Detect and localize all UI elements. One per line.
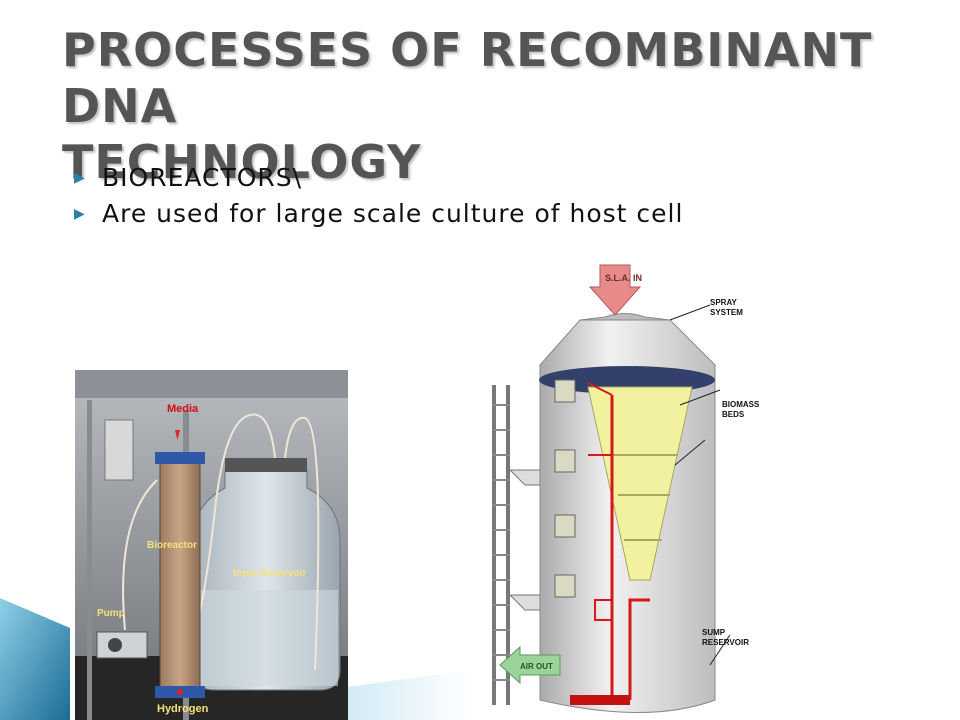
label-sla-in: S.L.A. IN bbox=[605, 273, 642, 283]
bullet-text: Are used for large scale culture of host… bbox=[102, 199, 684, 228]
outlet-arrow-icon bbox=[499, 645, 561, 685]
tower-cap bbox=[579, 313, 671, 321]
label-sump-line-2: RESERVOIR bbox=[702, 638, 749, 647]
label-biomass-line-1: BIOMASS bbox=[722, 400, 760, 409]
tubing bbox=[284, 416, 320, 671]
label-spray-line-1: SPRAY bbox=[710, 298, 737, 307]
label-air-out: AIR OUT bbox=[520, 662, 553, 671]
tower-window bbox=[554, 449, 576, 473]
callout-lines bbox=[669, 304, 731, 666]
bullet-list: ▶ BIOREACTORS\ ▶ Are used for large scal… bbox=[72, 160, 683, 232]
spray-piping bbox=[587, 382, 613, 621]
biomass-beds bbox=[587, 386, 693, 581]
tower-window bbox=[554, 514, 576, 538]
bed-layers bbox=[610, 454, 678, 541]
jug-cap bbox=[225, 458, 307, 472]
bioreactor-column bbox=[159, 459, 201, 691]
bioreactor-photo: Media Bioreactor Input Reservoir Pump Hy… bbox=[75, 370, 348, 720]
inlet-arrow-icon bbox=[588, 264, 642, 316]
pump-rotor bbox=[108, 638, 122, 652]
label-sump-line-1: SUMP bbox=[702, 628, 726, 637]
hydrogen-marker bbox=[177, 689, 183, 695]
sump-pump bbox=[570, 695, 630, 705]
column-top-cap bbox=[155, 452, 205, 464]
tower-window bbox=[554, 574, 576, 598]
bullet-item: ▶ BIOREACTORS\ bbox=[72, 160, 683, 196]
bioreactor-tower-diagram: S.L.A. IN SPRAY SYSTEM BIOMASS BEDS SUMP… bbox=[492, 264, 760, 713]
tubing bbox=[122, 479, 158, 631]
corner-accent-blue bbox=[0, 598, 70, 720]
reservoir-liquid bbox=[195, 590, 338, 686]
label-pump: Pump bbox=[97, 608, 125, 619]
corner-accent-light bbox=[340, 670, 470, 720]
tower-window bbox=[554, 379, 576, 403]
label-hydrogen: Hydrogen bbox=[157, 703, 209, 715]
ladder-rail bbox=[492, 385, 496, 705]
label-media: Media bbox=[167, 403, 199, 415]
label-spray-line-2: SYSTEM bbox=[710, 308, 743, 317]
media-arrow-icon bbox=[175, 430, 180, 440]
ladder-rungs bbox=[492, 404, 510, 681]
stand-rod bbox=[87, 400, 92, 720]
triangle-right-icon: ▶ bbox=[74, 170, 86, 186]
slide-title-line-2: TECHNOLOGY bbox=[62, 135, 422, 189]
tubing bbox=[194, 413, 276, 631]
ladder-rail bbox=[506, 385, 510, 705]
label-input-reservoir: Input Reservoir bbox=[233, 568, 306, 579]
wall-gauge bbox=[104, 419, 134, 481]
shelf bbox=[75, 370, 348, 398]
bullet-item: ▶ Are used for large scale culture of ho… bbox=[72, 196, 683, 232]
slide-title-line-1: PROCESSES OF RECOMBINANT DNA bbox=[62, 23, 873, 133]
label-bioreactor: Bioreactor bbox=[147, 540, 197, 551]
label-biomass-line-2: BEDS bbox=[722, 410, 745, 419]
bullet-text: BIOREACTORS\ bbox=[102, 163, 303, 192]
triangle-right-icon: ▶ bbox=[74, 206, 86, 222]
slide-title: PROCESSES OF RECOMBINANT DNA TECHNOLOGY bbox=[62, 22, 922, 190]
